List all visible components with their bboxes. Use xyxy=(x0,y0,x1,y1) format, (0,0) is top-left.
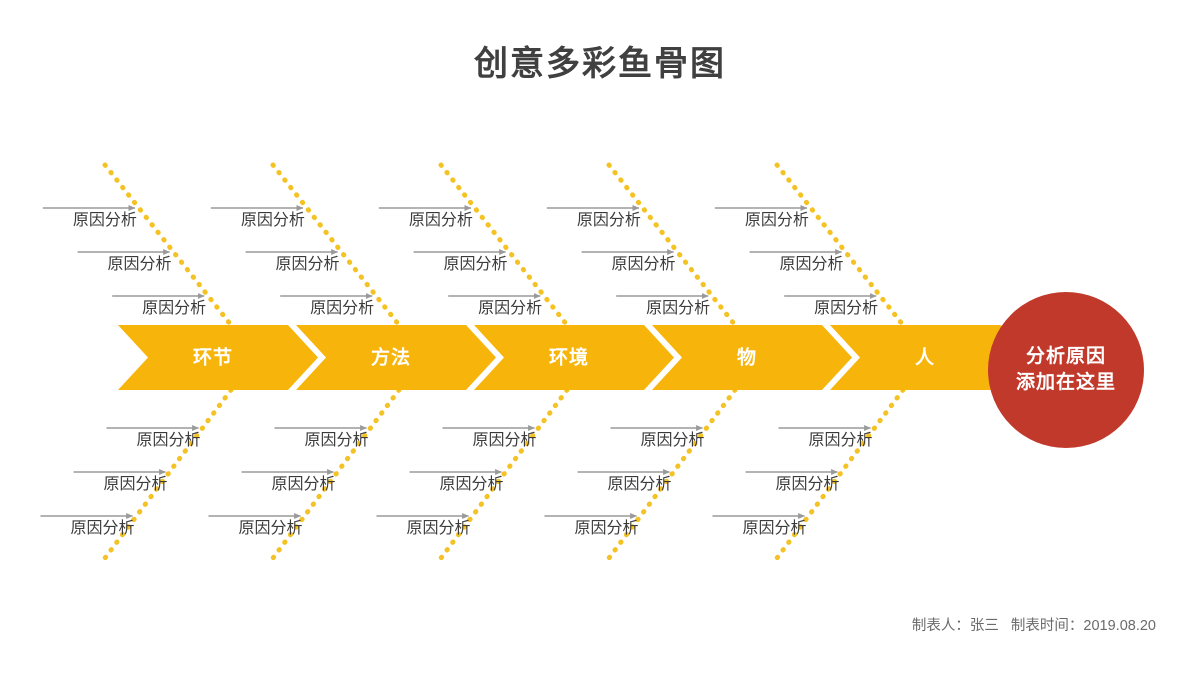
cause-label-bottom-4-3: 原因分析 xyxy=(574,520,639,537)
cause-label-top-1-2: 原因分析 xyxy=(107,256,172,273)
bone-bottom-3 xyxy=(438,387,570,561)
category-label-cat-1: 环节 xyxy=(192,347,234,368)
bone-top-1 xyxy=(102,162,234,328)
cause-label-bottom-3-3: 原因分析 xyxy=(406,520,471,537)
category-label-cat-4: 物 xyxy=(736,347,758,368)
cause-label-bottom-1-1: 原因分析 xyxy=(136,432,201,449)
cause-label-top-2-2: 原因分析 xyxy=(275,256,340,273)
cause-label-bottom-3-2: 原因分析 xyxy=(439,476,504,493)
bone-top-2 xyxy=(270,162,402,328)
footer-date-value: 2019.08.20 xyxy=(1083,618,1156,634)
spine-chevron-cat-1[interactable] xyxy=(118,325,318,390)
cause-arrows-layer xyxy=(40,205,877,519)
cause-label-top-3-2: 原因分析 xyxy=(443,256,508,273)
cause-label-bottom-5-2: 原因分析 xyxy=(775,476,840,493)
spine-chevron-cat-4[interactable] xyxy=(652,325,852,390)
footer-credits: 制表人：张三制表时间：2019.08.20 xyxy=(912,614,1156,635)
bones-layer xyxy=(102,162,906,561)
category-label-cat-5: 人 xyxy=(914,347,936,368)
cause-label-bottom-1-2: 原因分析 xyxy=(103,476,168,493)
cause-label-top-2-3: 原因分析 xyxy=(310,300,375,317)
footer-author-label: 制表人： xyxy=(911,618,970,634)
cause-label-top-4-3: 原因分析 xyxy=(646,300,711,317)
footer-date-label: 制表时间： xyxy=(1010,618,1084,634)
head-line-1: 分析原因 xyxy=(1025,346,1106,368)
analysis-head-circle[interactable]: 分析原因 添加在这里 xyxy=(988,292,1144,448)
cause-label-top-3-3: 原因分析 xyxy=(478,300,543,317)
cause-label-bottom-2-2: 原因分析 xyxy=(271,476,336,493)
cause-label-top-1-1: 原因分析 xyxy=(72,212,137,229)
cause-label-bottom-5-1: 原因分析 xyxy=(808,432,873,449)
bone-bottom-1 xyxy=(102,387,234,561)
bone-bottom-2 xyxy=(270,387,402,561)
cause-label-top-5-1: 原因分析 xyxy=(744,212,809,229)
page-title: 创意多彩鱼骨图 xyxy=(474,45,726,83)
category-label-cat-3: 环境 xyxy=(548,347,590,368)
cause-label-bottom-4-2: 原因分析 xyxy=(607,476,672,493)
cause-label-bottom-4-1: 原因分析 xyxy=(640,432,705,449)
cause-label-top-5-2: 原因分析 xyxy=(779,256,844,273)
bone-top-5 xyxy=(774,162,906,328)
category-label-cat-2: 方法 xyxy=(370,347,412,368)
cause-label-bottom-3-1: 原因分析 xyxy=(472,432,537,449)
cause-label-bottom-5-3: 原因分析 xyxy=(742,520,807,537)
bone-bottom-4 xyxy=(606,387,738,561)
cause-label-top-5-3: 原因分析 xyxy=(814,300,879,317)
cause-label-bottom-1-3: 原因分析 xyxy=(70,520,135,537)
footer-author-value: 张三 xyxy=(969,618,999,634)
bone-top-3 xyxy=(438,162,570,328)
spine-chevron-cat-3[interactable] xyxy=(474,325,674,390)
cause-label-bottom-2-3: 原因分析 xyxy=(238,520,303,537)
spine-chevron-cat-2[interactable] xyxy=(296,325,496,390)
cause-label-top-3-1: 原因分析 xyxy=(408,212,473,229)
cause-label-bottom-2-1: 原因分析 xyxy=(304,432,369,449)
cause-label-top-2-1: 原因分析 xyxy=(240,212,305,229)
cause-label-top-1-3: 原因分析 xyxy=(142,300,207,317)
bone-bottom-5 xyxy=(774,387,906,561)
cause-label-top-4-2: 原因分析 xyxy=(611,256,676,273)
bone-top-4 xyxy=(606,162,738,328)
cause-label-top-4-1: 原因分析 xyxy=(576,212,641,229)
head-line-2: 添加在这里 xyxy=(1015,372,1116,393)
